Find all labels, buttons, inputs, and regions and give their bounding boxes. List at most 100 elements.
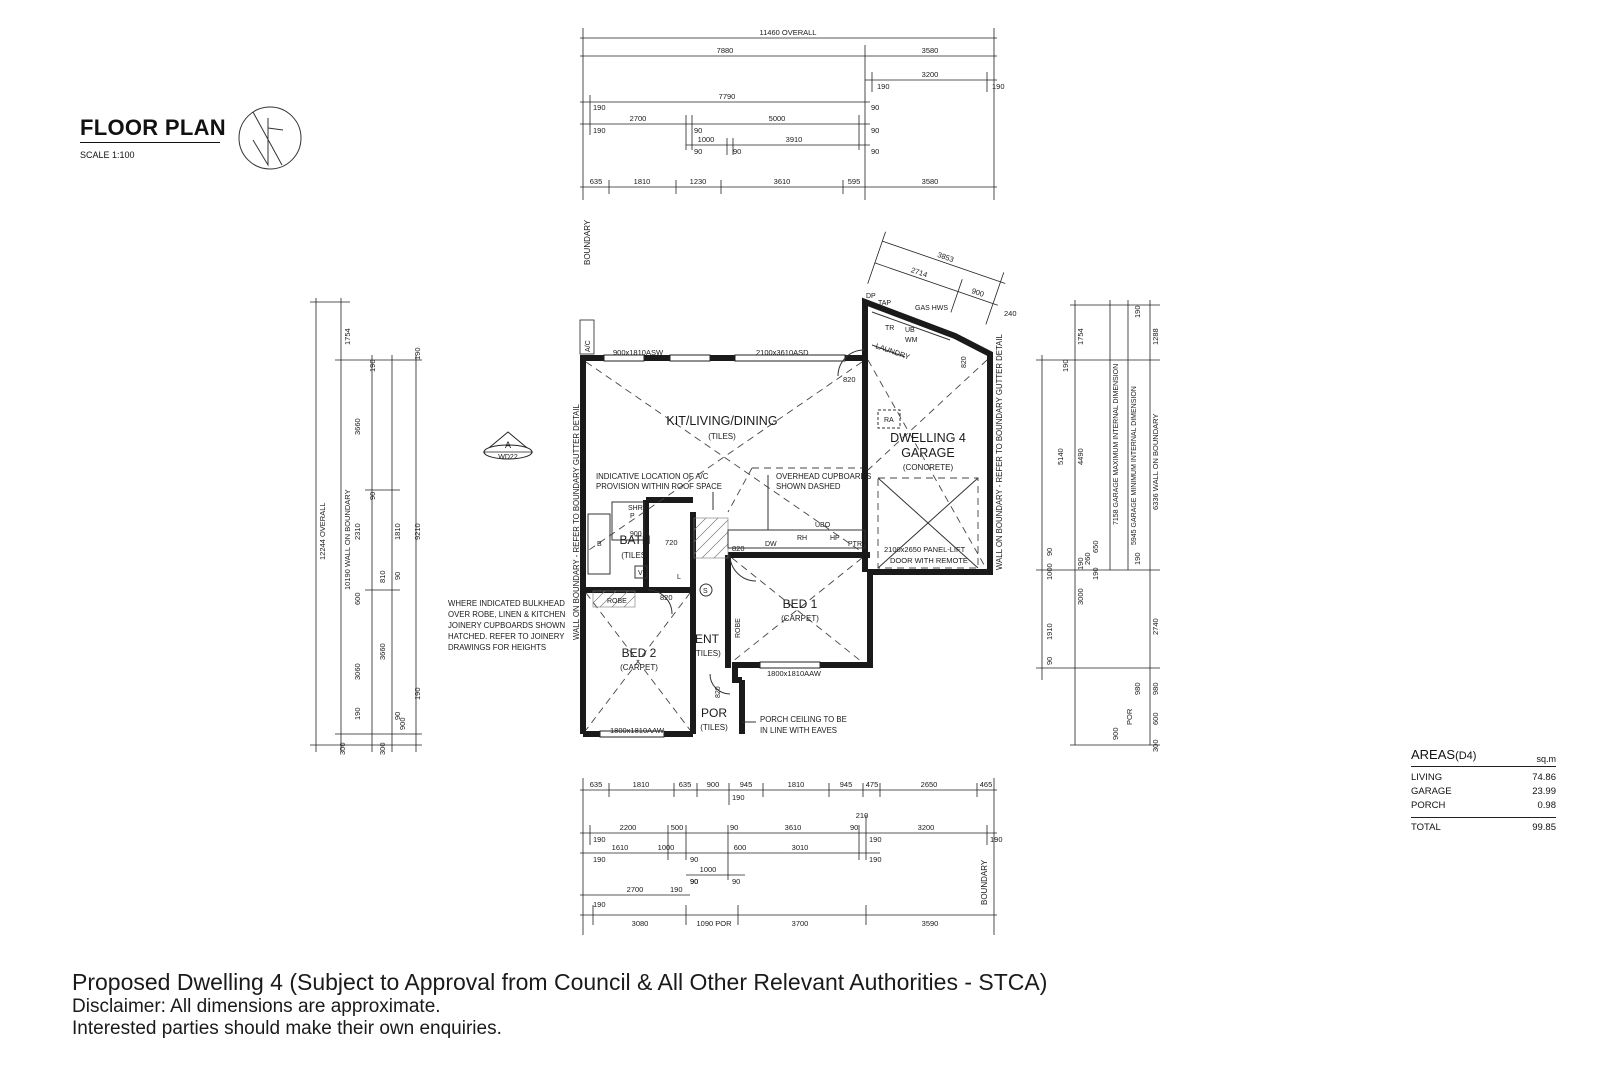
section-ref: WD22 — [498, 454, 518, 461]
dim-left-a0: 1754 — [343, 328, 352, 345]
room-entry-name: ENT — [695, 632, 720, 646]
ac-note-line2: PROVISION WITHIN ROOF SPACE — [596, 482, 722, 491]
overhead-note-line1: OVERHEAD CUPBOARDS — [776, 472, 871, 481]
areas-row-label: GARAGE — [1411, 786, 1452, 797]
dim-right-b7: POR — [1125, 708, 1134, 725]
dim-bot-r2-2: 500 — [671, 823, 684, 832]
room-bath-finish: (TILES) — [621, 551, 649, 560]
room-porch-finish: (TILES) — [700, 723, 728, 732]
dim-left-b4: 90 — [393, 572, 402, 580]
areas-row-value: 74.86 — [1532, 772, 1556, 783]
areas-row: GARAGE 23.99 — [1411, 785, 1556, 799]
shower-label: SHR — [628, 505, 643, 512]
dim-bot-r1-7: 475 — [866, 780, 879, 789]
bulkhead-note-line5: DRAWINGS FOR HEIGHTS — [448, 643, 546, 652]
title-underline — [80, 142, 220, 143]
laundry-wm-label: WM — [905, 337, 918, 344]
dim-right-d4: 2740 — [1151, 618, 1160, 635]
room-labels: KIT/LIVING/DINING (TILES) DWELLING 4 GAR… — [619, 341, 965, 732]
dim-top-r4-e: 90 — [871, 126, 879, 135]
dim-bot-r4-2: 90 — [732, 877, 740, 886]
garage-door — [877, 477, 979, 569]
room-garage-name1: DWELLING 4 — [890, 431, 966, 445]
room-bed2-finish: (CARPET) — [620, 663, 658, 672]
wall-left-note: WALL ON BOUNDARY - REFER TO BOUNDARY GUT… — [572, 404, 581, 640]
dim-top-r4-c: 90 — [694, 126, 702, 135]
areas-title: AREAS(D4) — [1411, 746, 1476, 764]
areas-header: AREAS(D4) sq.m — [1411, 746, 1556, 767]
footer-title: Proposed Dwelling 4 (Subject to Approval… — [72, 969, 1048, 995]
floor-plan-title: FLOOR PLAN — [80, 115, 226, 140]
areas-row-value: 23.99 — [1532, 786, 1556, 797]
areas-title-text: AREAS — [1411, 747, 1456, 762]
dim-left-a1: 3660 — [353, 418, 362, 435]
dim-right-b0: 190 — [1061, 359, 1070, 372]
dim-bot-r2-0: 190 — [593, 835, 606, 844]
porch-note-line2: IN LINE WITH EAVES — [760, 726, 837, 735]
dim-right-d1: 1288 — [1151, 328, 1160, 345]
dim-left-b8: 300 — [378, 742, 387, 755]
dim-bot-r1-0: 635 — [590, 780, 603, 789]
dim-angled-c: 900 — [970, 286, 985, 299]
areas-total-label: TOTAL — [1411, 822, 1441, 833]
dim-right-a3: 900 — [1111, 727, 1120, 740]
room-kitchen-name: KIT/LIVING/DINING — [666, 414, 777, 428]
dim-right-c4: 190 — [1091, 567, 1100, 580]
footer-disclaimer-2: Interested parties should make their own… — [72, 1018, 502, 1039]
dim-top-r3-b: 7790 — [719, 92, 736, 101]
dim-right-d8: 300 — [1151, 739, 1160, 752]
hp-label: HP — [830, 535, 840, 542]
rh-label: RH — [797, 535, 807, 542]
dim-right-b3: 90 — [1045, 548, 1054, 556]
dim-right-c3: 260 — [1083, 552, 1092, 565]
dim-angled-d: 240 — [1004, 309, 1017, 318]
dim-bot-r4-0: 90 — [690, 877, 698, 886]
dim-top-r2-c: 190 — [992, 82, 1005, 91]
dim-right-c1: 5945 GARAGE MINIMUM INTERNAL DIMENSION — [1131, 386, 1138, 545]
room-porch-name: POR — [701, 706, 727, 720]
dim-top-r4-a: 190 — [593, 126, 606, 135]
door-720-bath: 720 — [665, 538, 678, 547]
room-bed1-finish: (CARPET) — [781, 614, 819, 623]
wall-right-note: WALL ON BOUNDARY - REFER TO BOUNDARY GUT… — [995, 334, 1004, 570]
ac-unit-label: A/C — [585, 340, 592, 352]
bath-b-label: B — [597, 541, 602, 548]
boundary-label-bottom: BOUNDARY — [980, 859, 989, 905]
north-arrow-icon — [238, 106, 302, 170]
dim-left-b1: 90 — [368, 492, 377, 500]
tap-label: TAP — [878, 300, 891, 307]
bottom-dimensions: 635 1810 635 900 945 1810 945 475 2650 4… — [580, 778, 1003, 935]
room-bed1-name: BED 1 — [783, 597, 818, 611]
dim-left-a4: 3060 — [353, 663, 362, 680]
footer-disclaimer-1: Disclaimer: All dimensions are approxima… — [72, 996, 441, 1017]
ac-note-line1: INDICATIVE LOCATION OF A/C — [596, 472, 709, 481]
room-garage-name2: GARAGE — [901, 446, 955, 460]
dim-left-b7: 900 — [398, 717, 407, 730]
section-letter: A — [505, 440, 511, 450]
basin-p-label: P — [630, 513, 635, 520]
dim-left-a3: 600 — [353, 592, 362, 605]
ubo-label: UBO — [815, 522, 831, 529]
dim-angled-a: 3853 — [936, 250, 955, 264]
dim-top-r1-b: 3580 — [922, 46, 939, 55]
dim-right-b5: 190 — [1076, 557, 1085, 570]
dim-bot-r1-5: 1810 — [788, 780, 805, 789]
garage-door-line2: DOOR WITH REMOTE — [890, 556, 968, 565]
bulkhead-note-line2: OVER ROBE, LINEN & KITCHEN — [448, 610, 565, 619]
room-laundry-name: LAUNDRY — [874, 341, 911, 361]
dim-right-d5: 980 — [1133, 682, 1142, 695]
areas-total-row: TOTAL 99.85 — [1411, 818, 1556, 833]
dim-top-r5-d: 90 — [871, 147, 879, 156]
dim-top-r5-c: 3910 — [786, 135, 803, 144]
ra-label: RA — [884, 417, 894, 424]
left-dimensions: 12244 OVERALL 10190 WALL ON BOUNDARY 175… — [310, 298, 422, 755]
window-bed2-label: 1800x1810AAW — [610, 726, 665, 735]
dim-left-b6: 90 — [393, 712, 402, 720]
room-entry-finish: (TILES) — [693, 649, 721, 658]
dim-bot-r3-1: 1610 — [612, 843, 629, 852]
window-kit1-label: 900x1810ASW — [613, 348, 664, 357]
dim-top-r6-d: 3610 — [774, 177, 791, 186]
